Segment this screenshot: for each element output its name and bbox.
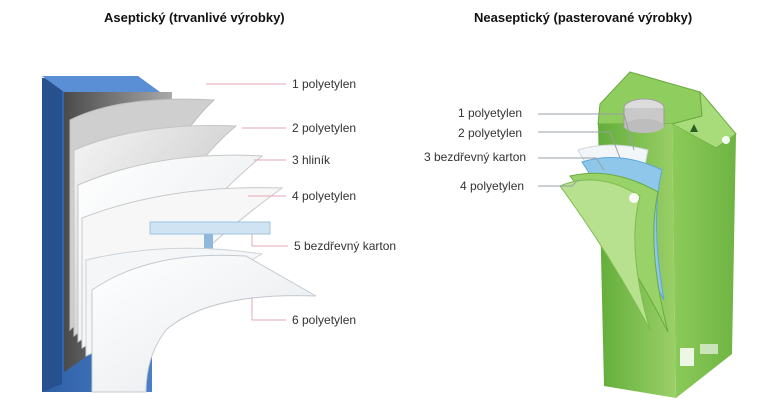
right-leader-line-4 bbox=[538, 179, 579, 187]
right-leader-line-1 bbox=[538, 113, 635, 151]
layer-5-board-edge bbox=[149, 221, 271, 235]
left-layer-label-2: 2 polyetylen bbox=[292, 121, 357, 135]
right-leader-line-3 bbox=[538, 157, 605, 171]
right-leader-lines bbox=[538, 113, 635, 187]
layer-6-sheet bbox=[91, 254, 317, 393]
left-layer-label-3: 3 hliník bbox=[292, 153, 331, 167]
left-layer-label-6: 6 polyetylen bbox=[292, 313, 357, 327]
recycling-mark-icon bbox=[680, 348, 694, 366]
aseptic-carton-illustration bbox=[42, 76, 317, 393]
green-carton-side bbox=[672, 124, 736, 398]
aseptic-title: Aseptický (trvanlivé výrobky) bbox=[104, 10, 285, 25]
left-layer-label-4: 4 polyetylen bbox=[292, 189, 357, 203]
leader-line-5 bbox=[251, 234, 288, 247]
leader-line-6 bbox=[251, 298, 286, 321]
right-layer-label-4: 4 polyetylen bbox=[460, 179, 525, 193]
right-leader-line-2 bbox=[538, 131, 621, 159]
left-leader-lines bbox=[206, 83, 288, 321]
non-aseptic-carton-illustration bbox=[559, 71, 737, 398]
left-layer-label-1: 1 polyetylen bbox=[292, 77, 357, 91]
brand-logo-icon bbox=[690, 124, 698, 132]
highlight-sparkle bbox=[629, 193, 639, 203]
right-layer-label-2: 2 polyetylen bbox=[458, 126, 523, 140]
right-layer-label-3: 3 bezdřevný karton bbox=[424, 150, 527, 164]
right-layer-label-1: 1 polyetylen bbox=[458, 106, 523, 120]
left-layer-label-5: 5 bezdřevný karton bbox=[294, 239, 397, 253]
non-aseptic-title: Neaseptický (pasterované výrobky) bbox=[474, 10, 693, 25]
